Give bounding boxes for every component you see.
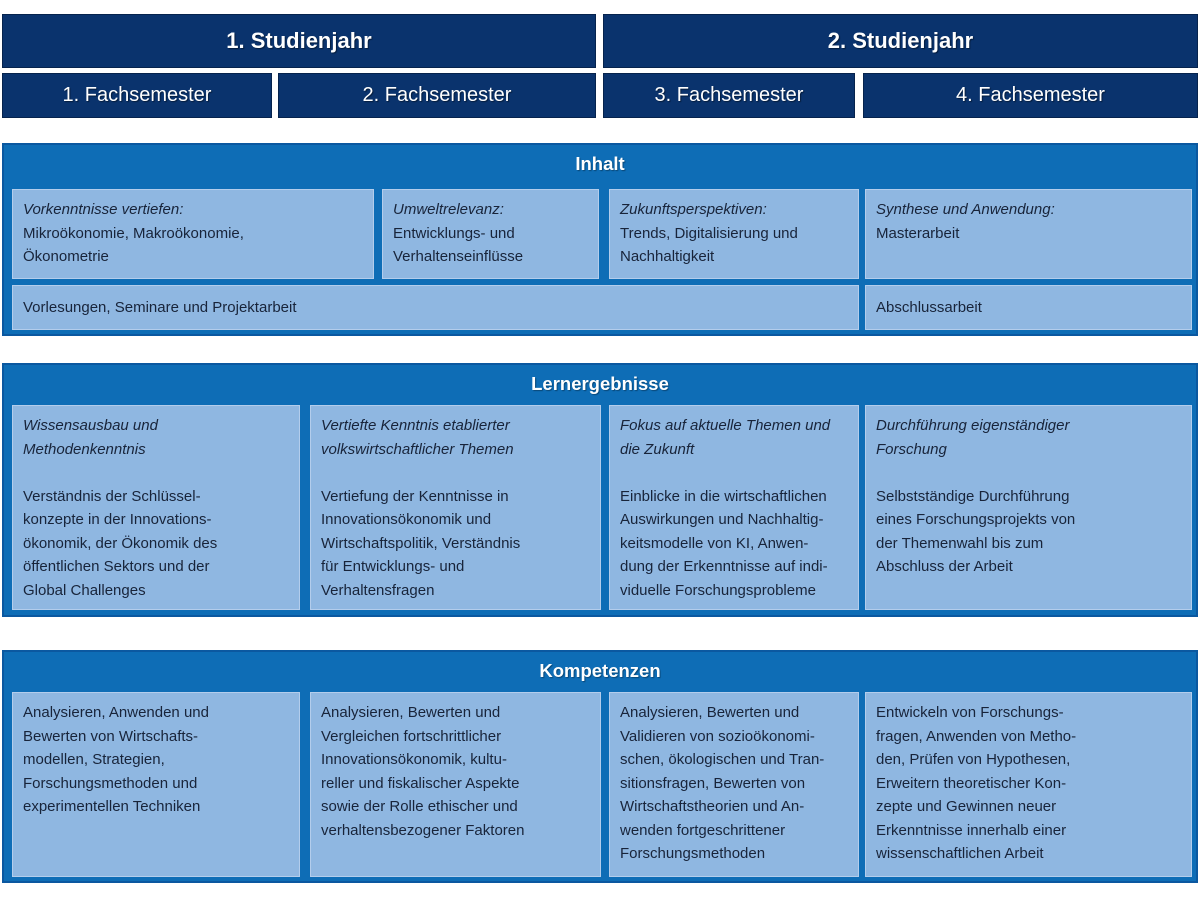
section-kompetenzen-title: Kompetenzen xyxy=(539,660,661,681)
semester-1-label: 1. Fachsemester xyxy=(62,84,212,106)
section-kompetenzen: Kompetenzen Analysieren, Anwenden und Be… xyxy=(2,650,1198,883)
lernergebnisse-cell-1-heading: Wissensausbau und Methodenkenntnis xyxy=(23,417,158,458)
lernergebnisse-cell-semester-2: Vertiefte Kenntnis etablierter volkswirt… xyxy=(310,405,601,610)
lernergebnisse-cell-2-heading: Vertiefte Kenntnis etablierter volkswirt… xyxy=(321,417,514,458)
section-inhalt: Inhalt Vorkenntnisse vertiefen: Mikroöko… xyxy=(2,143,1198,336)
inhalt-cell-4-heading: Synthese und Anwendung: xyxy=(876,201,1055,218)
lernergebnisse-cell-4-body: Selbstständige Durchführung eines Forsch… xyxy=(876,487,1076,576)
inhalt-cell-2-heading: Umweltrelevanz: xyxy=(393,201,504,218)
lernergebnisse-cell-semester-1: Wissensausbau und Methodenkenntnis Verst… xyxy=(12,405,300,610)
study-year-1-label: 1. Studienjahr xyxy=(226,28,372,53)
kompetenzen-cell-semester-1: Analysieren, Anwenden und Bewerten von W… xyxy=(12,692,300,877)
lernergebnisse-cell-1-body: Verständnis der Schlüssel- konzepte in d… xyxy=(23,487,218,599)
inhalt-cell-2-body: Entwicklungs- und Verhaltenseinflüsse xyxy=(393,224,524,266)
semester-2-label: 2. Fachsemester xyxy=(362,84,512,106)
semester-3-header: 3. Fachsemester xyxy=(603,73,855,118)
inhalt-cell-1-body: Mikroökonomie, Makroökonomie, Ökonometri… xyxy=(23,224,244,266)
lernergebnisse-cell-4-heading: Durchführung eigenständiger Forschung xyxy=(876,417,1070,458)
inhalt-cell-4-body: Masterarbeit xyxy=(876,224,960,242)
kompetenzen-cell-4-body: Entwickeln von Forschungs- fragen, Anwen… xyxy=(876,704,1077,862)
section-inhalt-title: Inhalt xyxy=(575,153,625,174)
inhalt-cell-3-body: Trends, Digitalisierung und Nachhaltigke… xyxy=(620,224,798,266)
study-year-2-header: 2. Studienjahr xyxy=(603,14,1198,68)
kompetenzen-cell-semester-4: Entwickeln von Forschungs- fragen, Anwen… xyxy=(865,692,1192,877)
semester-2-header: 2. Fachsemester xyxy=(278,73,596,118)
section-lernergebnisse: Lernergebnisse Wissensausbau und Methode… xyxy=(2,363,1198,617)
semester-4-label: 4. Fachsemester xyxy=(956,84,1105,106)
inhalt-cell-semester-1: Vorkenntnisse vertiefen: Mikroökonomie, … xyxy=(12,189,374,279)
inhalt-cell-semester-2: Umweltrelevanz: Entwicklungs- und Verhal… xyxy=(382,189,599,279)
study-year-2-label: 2. Studienjahr xyxy=(827,28,974,53)
lernergebnisse-cell-2-body: Vertiefung der Kenntnisse in Innovations… xyxy=(321,487,521,599)
kompetenzen-cell-semester-3: Analysieren, Bewerten und Validieren von… xyxy=(609,692,859,877)
study-year-1-header: 1. Studienjahr xyxy=(2,14,596,68)
semester-4-header: 4. Fachsemester xyxy=(863,73,1198,118)
kompetenzen-cell-3-body: Analysieren, Bewerten und Validieren von… xyxy=(620,704,825,862)
semester-1-header: 1. Fachsemester xyxy=(2,73,272,118)
kompetenzen-cell-1-body: Analysieren, Anwenden und Bewerten von W… xyxy=(23,704,209,815)
inhalt-cell-1-heading: Vorkenntnisse vertiefen: xyxy=(23,201,184,218)
inhalt-format-thesis-cell: Abschlussarbeit xyxy=(865,285,1192,330)
lernergebnisse-cell-3-heading: Fokus auf aktuelle Themen und die Zukunf… xyxy=(620,417,831,458)
inhalt-format-thesis-label: Abschlussarbeit xyxy=(876,298,982,316)
lernergebnisse-cell-semester-4: Durchführung eigenständiger Forschung Se… xyxy=(865,405,1192,610)
inhalt-cell-semester-3: Zukunftsperspektiven: Trends, Digitalisi… xyxy=(609,189,859,279)
kompetenzen-cell-semester-2: Analysieren, Bewerten und Vergleichen fo… xyxy=(310,692,601,877)
section-lernergebnisse-title: Lernergebnisse xyxy=(531,373,669,394)
semester-3-label: 3. Fachsemester xyxy=(654,84,804,106)
inhalt-cell-semester-4: Synthese und Anwendung: Masterarbeit xyxy=(865,189,1192,279)
lernergebnisse-cell-semester-3: Fokus auf aktuelle Themen und die Zukunf… xyxy=(609,405,859,610)
inhalt-cell-3-heading: Zukunftsperspektiven: xyxy=(620,201,767,218)
lernergebnisse-cell-3-body: Einblicke in die wirtschaftlichen Auswir… xyxy=(620,487,828,599)
kompetenzen-cell-2-body: Analysieren, Bewerten und Vergleichen fo… xyxy=(321,704,525,839)
inhalt-format-methods-label: Vorlesungen, Seminare und Projektarbeit xyxy=(23,298,297,316)
inhalt-format-methods-cell: Vorlesungen, Seminare und Projektarbeit xyxy=(12,285,859,330)
